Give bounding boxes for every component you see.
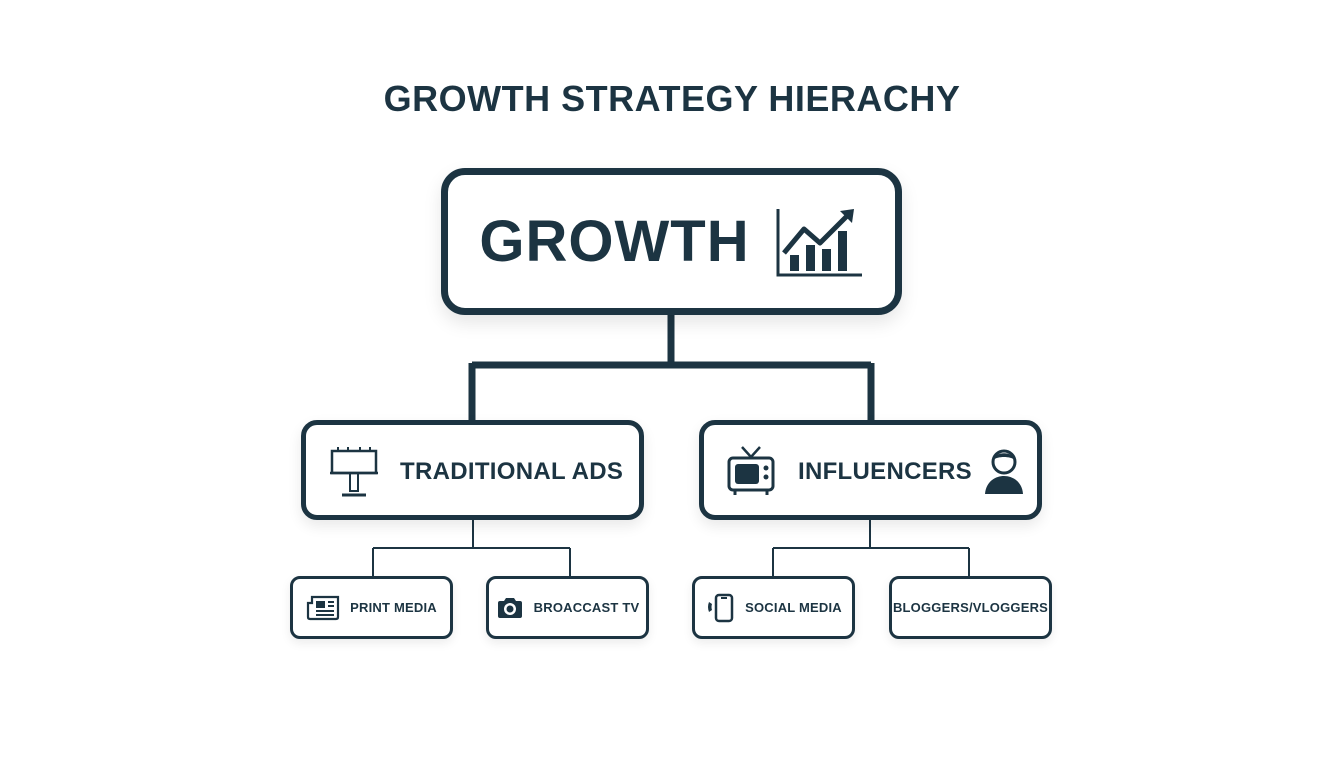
influencers-node: INFLUENCERS xyxy=(699,420,1042,520)
traditional-ads-label: TRADITIONAL ADS xyxy=(400,458,624,485)
print-media-label: PRINT MEDIA xyxy=(350,600,437,615)
growth-chart-icon xyxy=(774,205,864,279)
root-label: GROWTH xyxy=(479,209,750,274)
print-media-node: PRINT MEDIA xyxy=(290,576,453,639)
influencers-connector xyxy=(772,520,970,576)
person-icon xyxy=(982,447,1026,497)
newspaper-icon xyxy=(306,595,340,621)
social-media-label: SOCIAL MEDIA xyxy=(745,600,842,615)
bloggers-vloggers-label: BLOGGERS/VLOGGERS xyxy=(892,600,1049,615)
social-media-node: SOCIAL MEDIA xyxy=(692,576,855,639)
root-node: GROWTH xyxy=(441,168,902,315)
broadcast-tv-node: BROACCAST TV xyxy=(486,576,649,639)
television-icon xyxy=(726,445,776,497)
traditional-ads-connector xyxy=(372,520,571,576)
billboard-icon xyxy=(328,445,380,501)
smartphone-icon xyxy=(705,593,735,623)
diagram-title: GROWTH STRATEGY HIERACHY xyxy=(383,78,961,119)
bloggers-vloggers-node: BLOGGERS/VLOGGERS xyxy=(889,576,1052,639)
influencers-label: INFLUENCERS xyxy=(798,458,972,485)
camera-icon xyxy=(496,596,524,620)
root-connector xyxy=(468,315,875,420)
broadcast-tv-label: BROACCAST TV xyxy=(533,600,640,615)
traditional-ads-node: TRADITIONAL ADS xyxy=(301,420,644,520)
